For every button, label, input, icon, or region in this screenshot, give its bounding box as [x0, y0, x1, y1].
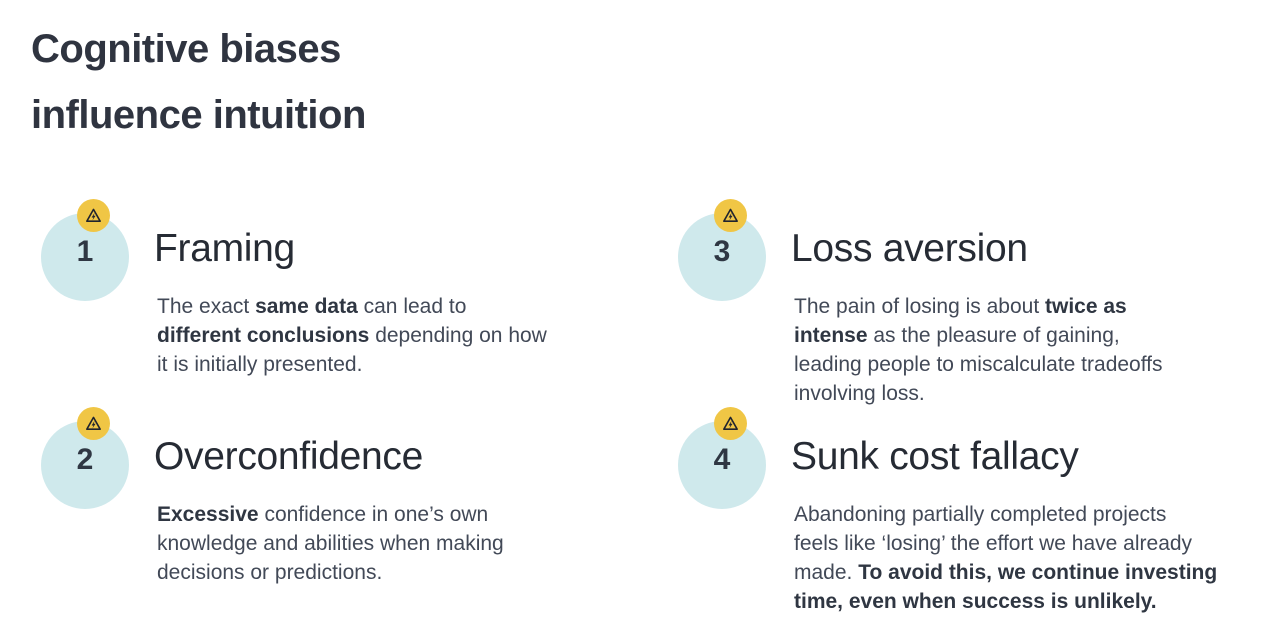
hazard-lightning-icon [86, 416, 101, 430]
hazard-lightning-icon [86, 208, 101, 222]
hazard-badge [714, 407, 747, 440]
body-line: feels like ‘losing’ the effort we have a… [794, 532, 1193, 555]
title-line-1: Cognitive biases [31, 27, 341, 71]
body-line: intense as the pleasure of gaining, [794, 324, 1120, 347]
item-number: 4 [713, 443, 731, 476]
hazard-lightning-icon [723, 208, 738, 222]
number-circle: 3 [678, 213, 766, 301]
body-line: involving loss. [794, 382, 925, 405]
body-line: time, even when success is unlikely. [794, 590, 1157, 613]
item-body: Excessive confidence in one’s own knowled… [157, 500, 504, 587]
body-line: different conclusions depending on how [157, 324, 547, 347]
title-line-2: influence intuition [31, 93, 366, 137]
body-line: Excessive confidence in one’s own [157, 503, 489, 526]
item-number: 2 [76, 443, 94, 476]
bias-item-framing: 1 Framing The exact same data can lead t… [41, 199, 616, 434]
body-line: decisions or predictions. [157, 561, 383, 584]
hazard-lightning-icon [723, 416, 738, 430]
item-heading: Loss aversion [791, 227, 1028, 270]
item-heading: Framing [154, 227, 295, 270]
item-heading: Sunk cost fallacy [791, 435, 1079, 478]
hazard-badge [77, 199, 110, 232]
item-number: 3 [713, 235, 731, 268]
body-line: The pain of losing is about twice as [794, 295, 1127, 318]
body-line: it is initially presented. [157, 353, 363, 376]
page-title: Cognitive biases influence intuition [31, 16, 366, 148]
body-line: knowledge and abilities when making [157, 532, 504, 555]
hazard-badge [77, 407, 110, 440]
item-body: The exact same data can lead to different… [157, 292, 547, 379]
bias-item-loss-aversion: 3 Loss aversion The pain of losing is ab… [678, 199, 1253, 434]
item-heading: Overconfidence [154, 435, 423, 478]
bias-item-sunk-cost-fallacy: 4 Sunk cost fallacy Abandoning partially… [678, 407, 1253, 642]
body-line: leading people to miscalculate tradeoffs [794, 353, 1163, 376]
number-circle: 4 [678, 421, 766, 509]
item-number: 1 [76, 235, 94, 268]
body-line: The exact same data can lead to [157, 295, 467, 318]
bias-item-overconfidence: 2 Overconfidence Excessive confidence in… [41, 407, 616, 642]
item-body: Abandoning partially completed projects f… [794, 500, 1217, 616]
item-body: The pain of losing is about twice as inte… [794, 292, 1163, 408]
body-line: Abandoning partially completed projects [794, 503, 1167, 526]
body-line: made. To avoid this, we continue investi… [794, 561, 1218, 584]
hazard-badge [714, 199, 747, 232]
